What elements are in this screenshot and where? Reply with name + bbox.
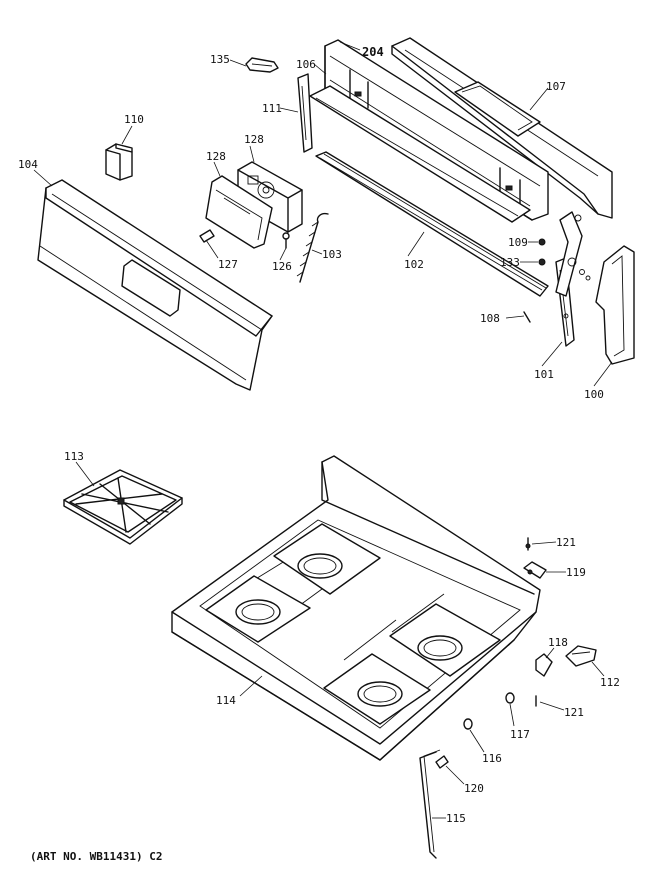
part-100-side-trim xyxy=(579,245,635,365)
part-115-rod xyxy=(419,749,441,859)
part-135-clip xyxy=(245,57,279,73)
label-126: 126 xyxy=(272,260,292,273)
label-119: 119 xyxy=(566,566,586,579)
label-107: 107 xyxy=(546,80,566,93)
part-119-clip xyxy=(523,561,547,579)
label-117: 117 xyxy=(510,728,530,741)
label-112: 112 xyxy=(600,676,620,689)
part-128-overlay-board xyxy=(205,175,273,249)
label-128-module: 128 xyxy=(244,133,264,146)
part-126-screw xyxy=(282,232,290,249)
part-118-bracket xyxy=(535,653,553,677)
part-112-burner-cap xyxy=(565,645,597,667)
label-110: 110 xyxy=(124,113,144,126)
label-133: 133 xyxy=(500,256,520,269)
label-121-bottom: 121 xyxy=(564,706,584,719)
part-113-grate xyxy=(63,469,183,545)
leader-lines xyxy=(33,41,613,819)
label-106: 106 xyxy=(296,58,316,71)
part-114-cooktop xyxy=(171,455,541,761)
part-108-screw xyxy=(523,311,531,323)
label-116: 116 xyxy=(482,752,502,765)
part-110-box xyxy=(105,143,133,181)
part-102-manifold-bar xyxy=(315,151,549,297)
label-104: 104 xyxy=(18,158,38,171)
label-101: 101 xyxy=(534,368,554,381)
part-128-control-module xyxy=(237,161,303,233)
part-109-hinge xyxy=(538,211,583,297)
part-103-spring xyxy=(296,212,329,283)
part-127-knob xyxy=(199,229,215,243)
part-111-side-bracket xyxy=(297,73,313,153)
label-135: 135 xyxy=(210,53,230,66)
part-121-screw-top xyxy=(525,537,531,551)
label-118: 118 xyxy=(548,636,568,649)
art-number-caption: (ART NO. WB11431) C2 xyxy=(30,850,163,863)
label-102: 102 xyxy=(404,258,424,271)
part-120-clip xyxy=(435,755,449,769)
label-120: 120 xyxy=(464,782,484,795)
label-127: 127 xyxy=(218,258,238,271)
part-trim-strip xyxy=(309,85,531,223)
part-117-spacer xyxy=(505,692,515,704)
part-107-backguard-cover xyxy=(391,37,613,219)
label-114: 114 xyxy=(216,694,236,707)
label-113: 113 xyxy=(64,450,84,463)
part-104-control-panel xyxy=(37,179,273,391)
label-121-top: 121 xyxy=(556,536,576,549)
label-103: 103 xyxy=(322,248,342,261)
label-115: 115 xyxy=(446,812,466,825)
label-111: 111 xyxy=(262,102,282,115)
label-100: 100 xyxy=(584,388,604,401)
part-labels: 135 106 204 107 111 110 128 128 104 127 … xyxy=(18,45,620,825)
label-204: 204 xyxy=(362,45,384,59)
part-116-spacer xyxy=(463,718,473,730)
label-108: 108 xyxy=(480,312,500,325)
label-109: 109 xyxy=(508,236,528,249)
label-128-board: 128 xyxy=(206,150,226,163)
